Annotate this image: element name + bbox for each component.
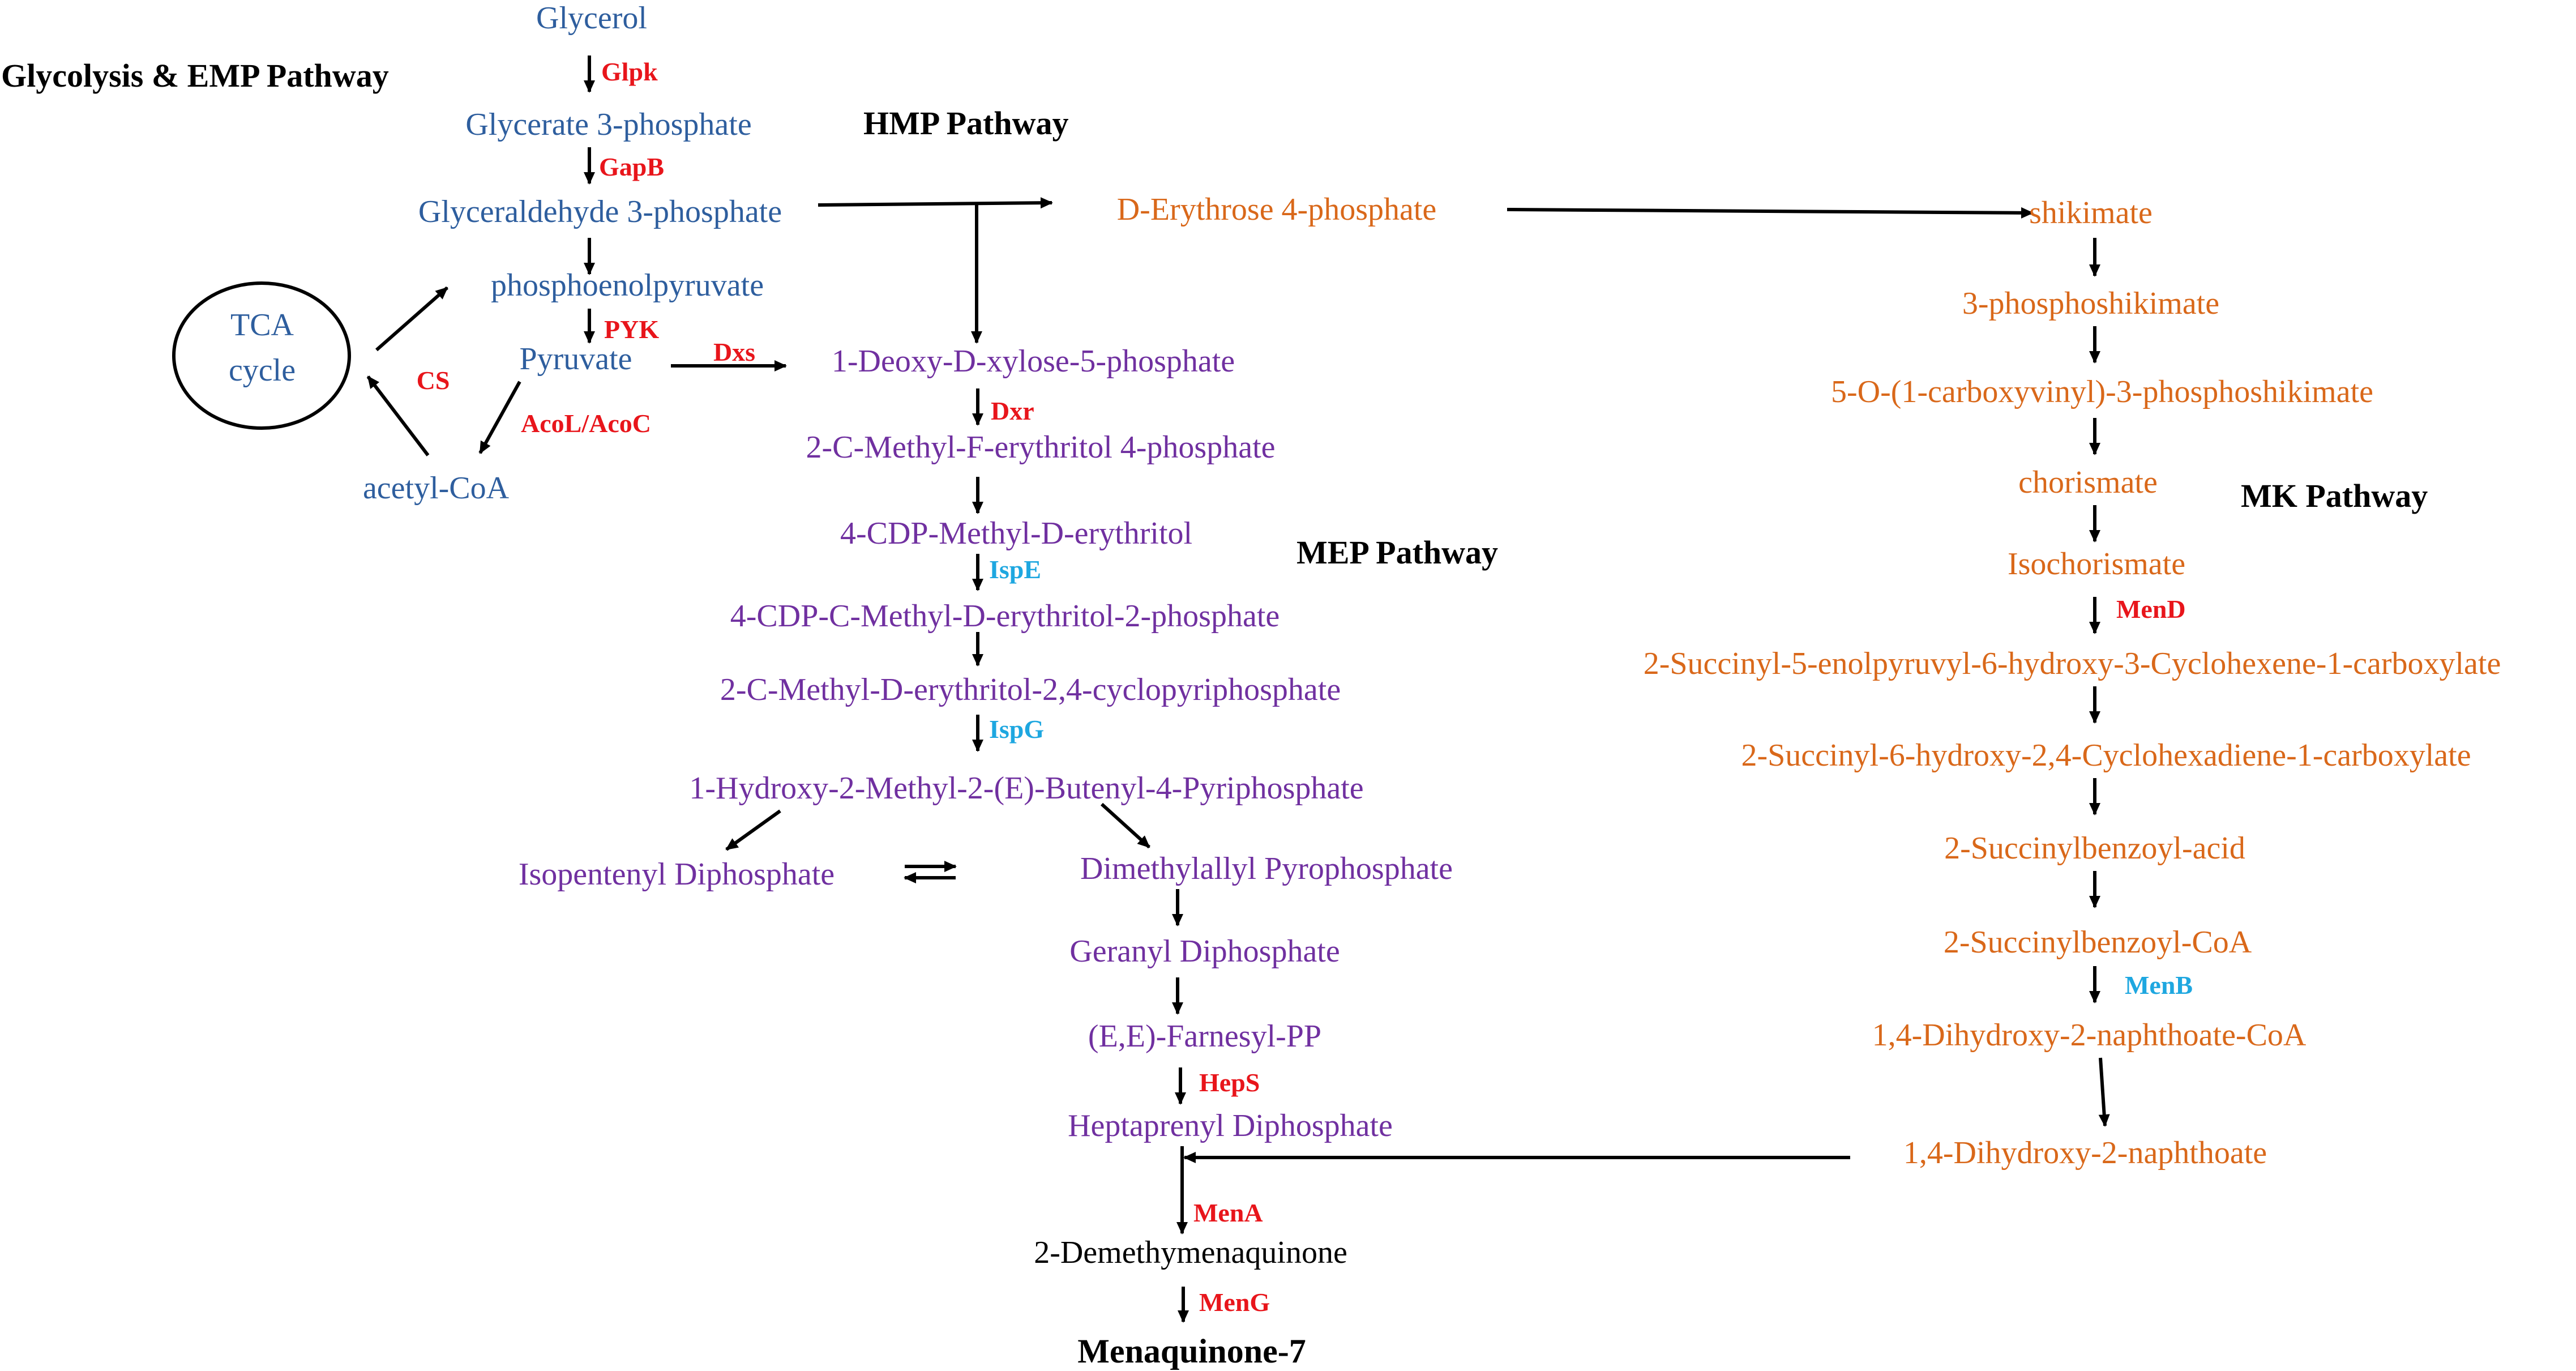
node-phosphoenolpyruvate: phosphoenolpyruvate bbox=[490, 268, 764, 303]
node-dimethylallyl-pyrophosphate: Dimethylallyl Pyrophosphate bbox=[1080, 851, 1453, 886]
node-menaquinone-7: Menaquinone-7 bbox=[1077, 1332, 1306, 1370]
node-acetyl-coa: acetyl-CoA bbox=[362, 471, 510, 506]
mep-pathway-title: MEP Pathway bbox=[1296, 534, 1499, 571]
node-heptaprenyl-diphosphate: Heptaprenyl Diphosphate bbox=[1068, 1108, 1393, 1143]
node-1-4-dihydroxy-2-naphthoate: 1,4-Dihydroxy-2-naphthoate bbox=[1903, 1135, 2267, 1171]
node-isopentenyl-diphosphate: Isopentenyl Diphosphate bbox=[518, 857, 835, 892]
arrow-glyceraldehyde-to-erythrose bbox=[818, 197, 1053, 209]
node-4-cdp-c-methyl-d-erythritol-2-phosphate: 4-CDP-C-Methyl-D-erythritol-2-phosphate bbox=[730, 599, 1280, 634]
enzyme-pyk: PYK bbox=[604, 315, 660, 344]
enzyme-meng: MenG bbox=[1199, 1288, 1270, 1317]
enzyme-dxr: Dxr bbox=[991, 396, 1034, 425]
arrow-dhnacoa-to-dhna bbox=[2098, 1057, 2110, 1127]
enzyme-ispe: IspE bbox=[989, 555, 1042, 584]
hmp-pathway-title: HMP Pathway bbox=[863, 105, 1069, 142]
node-4-cdp-methyl-d-erythritol: 4-CDP-Methyl-D-erythritol bbox=[840, 516, 1193, 551]
node-2-succinyl-5-enolpyruvyl-6-hydroxy-3-cyclohexene-1-carboxylate: 2-Succinyl-5-enolpyruvyl-6-hydroxy-3-Cyc… bbox=[1643, 646, 2501, 681]
node-isochorismate: Isochorismate bbox=[2007, 546, 2186, 582]
enzyme-ispg: IspG bbox=[989, 715, 1045, 744]
enzyme-gapb: GapB bbox=[599, 152, 665, 181]
arrow-hmbpp-to-ipp bbox=[725, 809, 781, 851]
glycolysis-pathway-title: Glycolysis & EMP Pathway bbox=[1, 57, 389, 94]
node-d-erythrose-4-phosphate: D-Erythrose 4-phosphate bbox=[1116, 192, 1437, 227]
arrow-pyruvate-to-acetylcoa bbox=[478, 381, 521, 454]
tca-cycle-ring bbox=[172, 281, 351, 430]
tca-cycle-label-line2: cycle bbox=[228, 353, 296, 388]
node-chorismate: chorismate bbox=[2018, 465, 2158, 500]
enzyme-heps: HepS bbox=[1199, 1068, 1260, 1097]
enzyme-mena: MenA bbox=[1193, 1198, 1263, 1227]
tca-cycle-label-line1: TCA bbox=[230, 307, 294, 343]
arrow-tca-to-pep bbox=[375, 286, 448, 352]
arrow-erythrose-to-shikimate bbox=[1507, 207, 2034, 219]
node-e-e-farnesyl-pp: (E,E)-Farnesyl-PP bbox=[1088, 1019, 1322, 1054]
node-geranyl-diphosphate: Geranyl Diphosphate bbox=[1069, 934, 1340, 969]
enzyme-cs: CS bbox=[416, 366, 450, 395]
node-2-c-methyl-d-erythritol-2-4-cyclopyriphosphate: 2-C-Methyl-D-erythritol-2,4-cyclopyripho… bbox=[720, 672, 1341, 707]
node-3-phosphoshikimate: 3-phosphoshikimate bbox=[1962, 286, 2220, 321]
arrow-acetylcoa-to-tca bbox=[366, 375, 430, 456]
node-2-succinyl-6-hydroxy-2-4-cyclohexadiene-1-carboxylate: 2-Succinyl-6-hydroxy-2,4-Cyclohexadiene-… bbox=[1741, 738, 2471, 773]
node-1-hydroxy-2-methyl-2-e-butenyl-4-pyriphosphate: 1-Hydroxy-2-Methyl-2-(E)-Butenyl-4-Pyrip… bbox=[689, 771, 1364, 806]
node-glyceraldehyde-3-phosphate: Glyceraldehyde 3-phosphate bbox=[418, 194, 782, 229]
node-glycerate-3-phosphate: Glycerate 3-phosphate bbox=[465, 107, 752, 142]
node-shikimate: shikimate bbox=[2029, 195, 2153, 230]
node-pyruvate: Pyruvate bbox=[519, 341, 632, 377]
mk-pathway-title: MK Pathway bbox=[2241, 477, 2428, 514]
node-2-demethymenaquinone: 2-Demethymenaquinone bbox=[1034, 1235, 1347, 1270]
enzyme-glpk: Glpk bbox=[601, 57, 658, 86]
node-1-deoxy-d-xylose-5-phosphate: 1-Deoxy-D-xylose-5-phosphate bbox=[831, 344, 1235, 379]
node-2-succinylbenzoyl-acid: 2-Succinylbenzoyl-acid bbox=[1944, 831, 2245, 866]
node-5-o-1-carboxyvinyl-3-phosphoshikimate: 5-O-(1-carboxyvinyl)-3-phosphoshikimate bbox=[1831, 374, 2373, 409]
enzyme-dxs: Dxs bbox=[713, 338, 756, 366]
node-2-c-methyl-f-erythritol-4-phosphate: 2-C-Methyl-F-erythritol 4-phosphate bbox=[806, 430, 1276, 465]
enzyme-menb: MenB bbox=[2125, 971, 2193, 1000]
enzyme-mend: MenD bbox=[2116, 595, 2186, 623]
enzyme-acol-acoc: AcoL/AcoC bbox=[521, 409, 651, 438]
arrow-hmbpp-to-dmapp bbox=[1100, 802, 1151, 849]
node-1-4-dihydroxy-2-naphthoate-coa: 1,4-Dihydroxy-2-naphthoate-CoA bbox=[1872, 1018, 2307, 1053]
node-2-succinylbenzoyl-coa: 2-Succinylbenzoyl-CoA bbox=[1943, 925, 2252, 960]
node-glycerol: Glycerol bbox=[536, 1, 647, 36]
